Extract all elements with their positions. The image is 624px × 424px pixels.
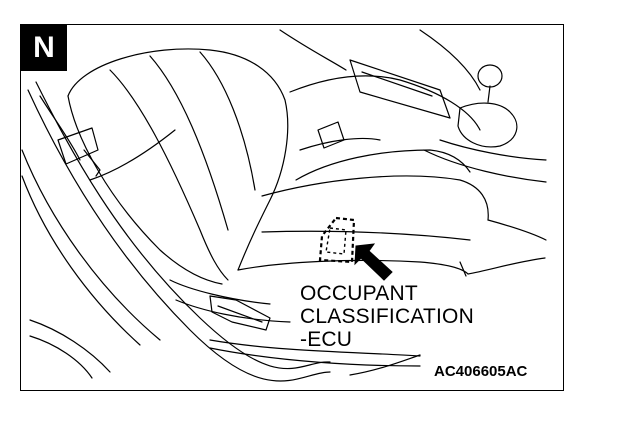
cushion-top [295,149,471,181]
tunnel-line-2 [423,149,547,183]
belt-tongue [83,149,101,177]
dash-line-2 [419,29,481,91]
rail-line-2 [175,299,291,323]
belt-buckle [57,127,99,165]
seat-lever-inner [217,305,263,323]
rail-line-1 [169,279,271,305]
sill-line-5 [29,319,111,373]
sill-trim-2 [209,347,421,367]
seatback-stitch-2 [149,55,229,231]
callout-line-2: CLASSIFICATION [300,305,474,328]
cushion-corner [459,261,467,277]
seatback-outline [67,48,289,271]
ecu-callout-label: OCCUPANT CLASSIFICATION -ECU [300,282,474,351]
tunnel-line-1 [439,139,547,161]
seatback-side [67,95,223,285]
console-top [289,75,481,131]
shift-boot [457,102,518,148]
sill-line-3 [21,149,161,341]
dash-line [279,29,347,71]
sill-trim-1 [209,339,421,357]
cushion-center-seam [261,230,471,241]
seatback-stitch-1 [109,69,229,281]
console-edge [299,137,381,151]
view-badge: N [21,25,67,71]
shift-knob [477,64,503,88]
seatback-stitch-3 [199,51,256,191]
callout-line-1: OCCUPANT [300,282,418,305]
cushion-rear-edge [261,175,489,221]
dashed-box-icon [318,216,356,264]
seat-buckle-latch [317,121,345,149]
arrow-icon [354,243,393,281]
cushion-side [467,257,546,275]
console-tray-inner [361,71,433,97]
sill-trim-3 [349,354,421,376]
seat-lever [209,295,271,331]
sill-line-2 [35,81,331,370]
belt-strap [39,95,81,161]
cushion-side-2 [487,219,547,241]
sill-line-6 [29,335,93,379]
console-tray [349,59,451,119]
sill-line-4 [21,175,141,346]
cushion-front-edge [237,259,469,275]
shift-lever [487,85,491,103]
diagram-frame [20,24,564,391]
callout-line-3: -ECU [300,328,353,351]
sill-line-1 [27,89,331,382]
seatback-bolster [89,129,176,181]
figure-code: AC406605AC [434,363,528,380]
